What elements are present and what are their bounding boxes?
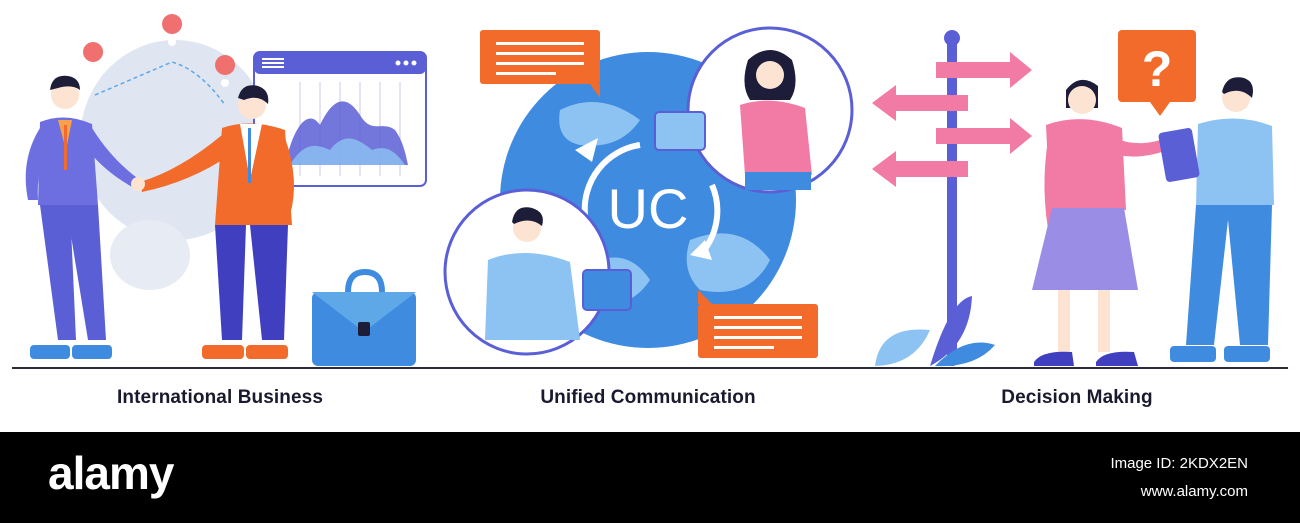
woman-decision xyxy=(1032,79,1192,366)
caption-unified-communication: Unified Communication xyxy=(540,387,756,408)
arrow-left-icon xyxy=(872,85,968,121)
businessman-right xyxy=(140,85,294,359)
location-pin-icon xyxy=(215,55,236,93)
alamy-logo[interactable]: alamy xyxy=(48,447,174,499)
globe-uc-label: UC xyxy=(608,177,689,240)
caption-decision-making: Decision Making xyxy=(1001,387,1153,408)
illustration-banner: UC ? xyxy=(12,14,1288,369)
location-pin-icon xyxy=(83,42,104,80)
scene-unified-communication: UC xyxy=(443,26,854,358)
question-mark-label: ? xyxy=(1142,41,1173,97)
browser-window-chart xyxy=(253,51,427,187)
briefcase-icon xyxy=(312,268,416,366)
handshake-icon xyxy=(131,177,145,191)
laptop-icon xyxy=(654,111,706,151)
clipboard-icon xyxy=(1158,128,1200,182)
businessman-left xyxy=(25,75,140,359)
arrow-right-icon xyxy=(936,52,1032,88)
sync-arrow-icon xyxy=(581,142,641,216)
stock-footer-bar: alamy Image ID: 2KDX2EN www.alamy.com xyxy=(0,432,1300,523)
caption-international-business: International Business xyxy=(117,387,323,408)
arrow-left-icon xyxy=(872,151,968,187)
scene-decision-making: ? xyxy=(872,30,1274,367)
site-url-link[interactable]: www.alamy.com xyxy=(1140,483,1248,500)
location-pin-icon xyxy=(162,14,183,52)
signpost-icon xyxy=(872,30,1032,366)
man-laptop-avatar xyxy=(443,188,632,356)
chat-bubble-icon xyxy=(480,30,600,98)
plant-leaves-icon xyxy=(875,296,995,367)
illustration-svg: UC ? xyxy=(12,14,1288,369)
chat-bubble-icon xyxy=(698,290,818,358)
laptop-icon xyxy=(582,269,632,311)
arrow-right-icon xyxy=(936,118,1032,154)
woman-laptop-avatar xyxy=(654,26,854,194)
man-decision xyxy=(1158,77,1274,362)
scene-international-business xyxy=(25,14,427,366)
question-bubble-icon: ? xyxy=(1118,30,1196,116)
image-id-label: Image ID: 2KDX2EN xyxy=(1110,455,1248,472)
